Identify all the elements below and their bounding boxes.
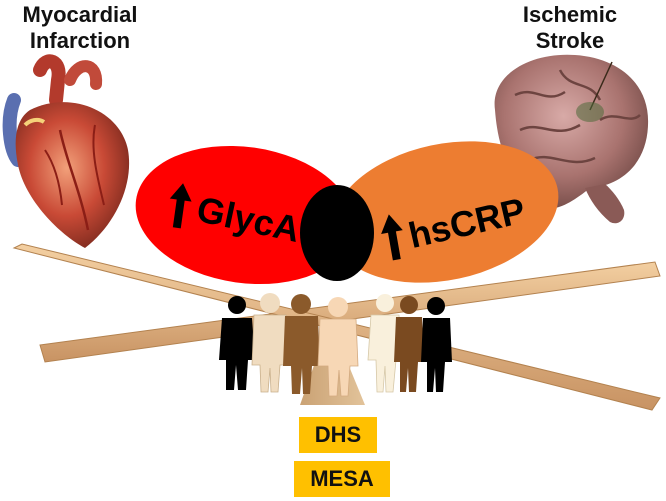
dhs-cohort-box: DHS: [299, 417, 377, 453]
glyca-up-arrow: [169, 183, 192, 229]
stroke-title-line1: Ischemic: [522, 2, 618, 27]
hscrp-up-arrow: [381, 214, 403, 261]
people-group: [219, 293, 452, 397]
stroke-title-line2: Stroke: [535, 28, 605, 53]
hscrp-ellipse: [331, 141, 559, 283]
overlap-circle: [300, 185, 374, 281]
myocardial-infarction-title: Myocardial Infarction: [0, 2, 160, 54]
mi-title-line2: Infarction: [29, 28, 131, 53]
heart-illustration: [2, 54, 130, 248]
mesa-cohort-box: MESA: [294, 461, 390, 497]
mi-title-line1: Myocardial: [22, 2, 138, 27]
ischemic-stroke-title: Ischemic Stroke: [500, 2, 640, 54]
glyca-ellipse: [135, 145, 355, 285]
